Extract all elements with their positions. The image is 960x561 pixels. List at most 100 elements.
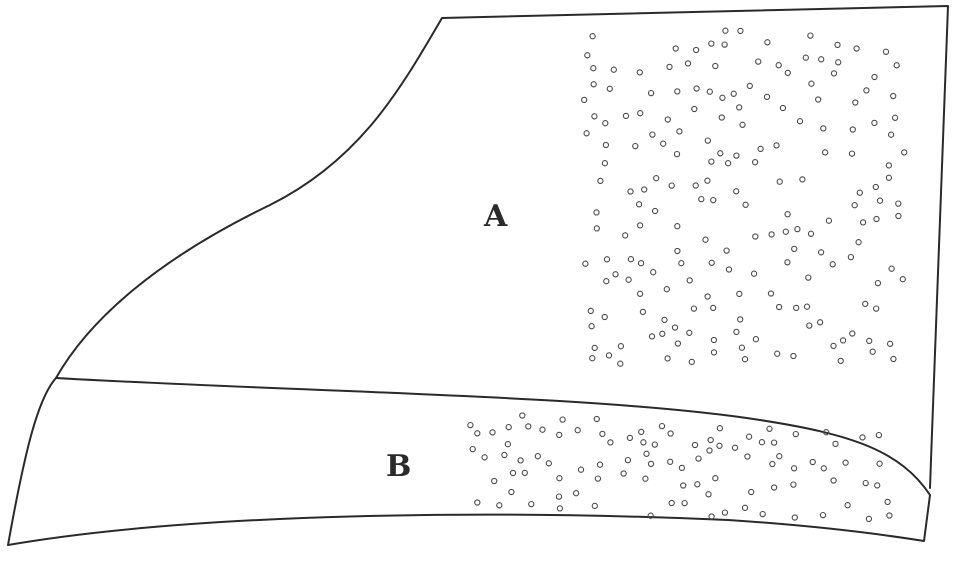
dot bbox=[808, 231, 813, 236]
dot bbox=[618, 344, 623, 349]
dot bbox=[783, 229, 788, 234]
dot bbox=[694, 86, 699, 91]
dot bbox=[873, 184, 878, 189]
dot bbox=[821, 466, 826, 471]
dot bbox=[535, 454, 540, 459]
dot bbox=[560, 417, 565, 422]
dot bbox=[888, 341, 893, 346]
dot bbox=[509, 489, 514, 494]
dot bbox=[803, 55, 808, 60]
dot bbox=[807, 323, 812, 328]
dot bbox=[529, 502, 534, 507]
dot bbox=[597, 462, 602, 467]
dot bbox=[675, 89, 680, 94]
dot bbox=[732, 445, 737, 450]
dot bbox=[774, 143, 779, 148]
dot bbox=[717, 426, 722, 431]
dot bbox=[742, 505, 747, 510]
dot bbox=[900, 277, 905, 282]
dot bbox=[578, 467, 583, 472]
dot bbox=[518, 458, 523, 463]
region-a-label: A bbox=[483, 199, 508, 234]
dot bbox=[594, 416, 599, 421]
dot bbox=[874, 306, 879, 311]
dot bbox=[791, 482, 796, 487]
dot bbox=[590, 34, 595, 39]
dot bbox=[818, 320, 823, 325]
dot bbox=[649, 91, 654, 96]
dot bbox=[588, 308, 593, 313]
dot bbox=[776, 63, 781, 68]
dot bbox=[717, 443, 722, 448]
dot bbox=[720, 95, 725, 100]
dot bbox=[705, 178, 710, 183]
dot bbox=[785, 70, 790, 75]
dot bbox=[891, 93, 896, 98]
dot bbox=[556, 494, 561, 499]
dot bbox=[860, 435, 865, 440]
dot bbox=[775, 351, 780, 356]
dot bbox=[734, 153, 739, 158]
dot bbox=[850, 331, 855, 336]
dot bbox=[654, 176, 659, 181]
dot bbox=[877, 198, 882, 203]
dot bbox=[889, 266, 894, 271]
dot bbox=[653, 208, 658, 213]
dot bbox=[510, 470, 515, 475]
dot bbox=[821, 126, 826, 131]
dot bbox=[745, 454, 750, 459]
dot bbox=[669, 183, 674, 188]
dot bbox=[848, 255, 853, 260]
dot bbox=[651, 270, 656, 275]
dot bbox=[852, 203, 857, 208]
dot bbox=[603, 142, 608, 147]
dot bbox=[638, 223, 643, 228]
dot bbox=[768, 291, 773, 296]
dot bbox=[810, 459, 815, 464]
dot bbox=[809, 81, 814, 86]
dot bbox=[643, 476, 648, 481]
dot bbox=[854, 46, 859, 51]
dot bbox=[845, 503, 850, 508]
dot bbox=[492, 478, 497, 483]
dot bbox=[707, 89, 712, 94]
dot bbox=[600, 431, 605, 436]
dot bbox=[696, 456, 701, 461]
dot bbox=[604, 257, 609, 262]
dot bbox=[891, 356, 896, 361]
dot bbox=[633, 144, 638, 149]
dot bbox=[816, 97, 821, 102]
dot bbox=[823, 150, 828, 155]
dot bbox=[673, 46, 678, 51]
dot bbox=[621, 471, 626, 476]
dot bbox=[885, 499, 890, 504]
dot bbox=[711, 305, 716, 310]
dot bbox=[887, 513, 892, 518]
dot bbox=[648, 461, 653, 466]
dot bbox=[841, 338, 846, 343]
dot bbox=[468, 423, 473, 428]
dot bbox=[691, 306, 696, 311]
dot bbox=[709, 260, 714, 265]
dot bbox=[819, 250, 824, 255]
dot bbox=[777, 304, 782, 309]
dot bbox=[692, 106, 697, 111]
dot bbox=[711, 198, 716, 203]
dot bbox=[738, 28, 743, 33]
dot bbox=[718, 151, 723, 156]
dot bbox=[608, 440, 613, 445]
dot bbox=[628, 257, 633, 262]
region-a-dots bbox=[582, 28, 907, 366]
dot bbox=[611, 67, 616, 72]
dot bbox=[874, 216, 879, 221]
dot bbox=[800, 177, 805, 182]
dot bbox=[639, 429, 644, 434]
dot bbox=[734, 189, 739, 194]
dot bbox=[602, 161, 607, 166]
dot bbox=[650, 132, 655, 137]
region-divider bbox=[56, 378, 930, 495]
dot bbox=[758, 146, 763, 151]
dot bbox=[831, 71, 836, 76]
dot bbox=[713, 476, 718, 481]
dot bbox=[764, 94, 769, 99]
